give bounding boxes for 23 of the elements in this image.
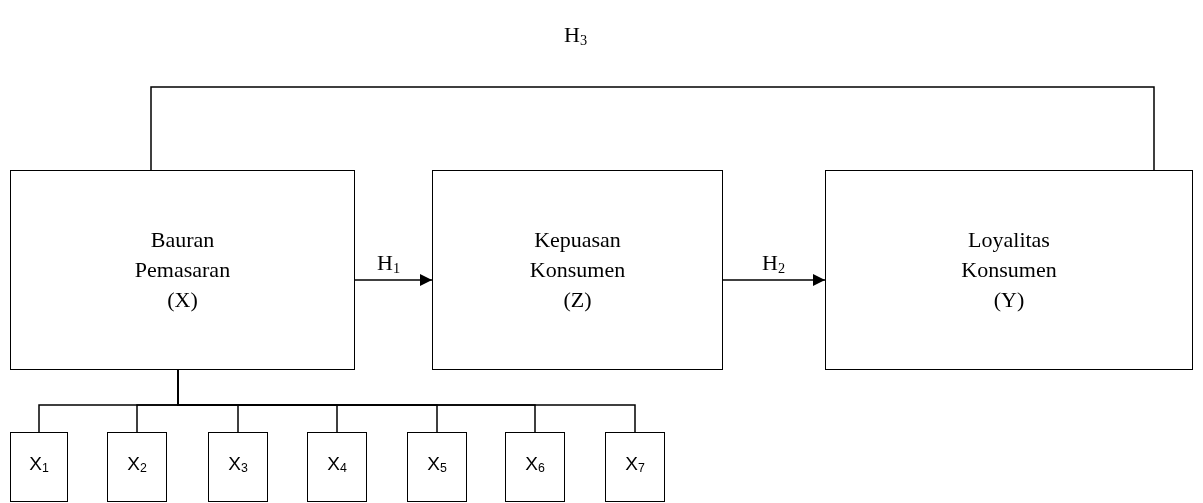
variable-label: X$_{1}$ [29, 453, 49, 476]
variable-label: X$_{2}$ [127, 453, 147, 476]
variable-label: X$_{5}$ [427, 453, 447, 476]
variable-box [432, 170, 723, 370]
indicator-box [10, 432, 68, 502]
variable-label: X$_{7}$ [625, 453, 645, 476]
indicator-box [208, 432, 268, 502]
indicator-box [407, 432, 467, 502]
variable-label: Loyalitas Konsumen (Y) [960, 226, 1058, 314]
variable-label: Kepuasan Konsumen (Z) [528, 226, 627, 314]
variable-label: X$_{6}$ [525, 453, 545, 476]
indicator-box [505, 432, 565, 502]
indicator-box [107, 432, 167, 502]
indicator-box [605, 432, 665, 502]
arrow [722, 274, 826, 286]
variable-box [825, 170, 1193, 370]
variable-label: X$_{3}$ [228, 453, 248, 476]
indicator-box [307, 432, 367, 502]
variable-label: Bauran Pemasaran (X) [133, 226, 232, 314]
arrow [354, 274, 433, 286]
connector-line [150, 86, 1155, 171]
variable-label: X$_{4}$ [327, 453, 347, 476]
variable-box [10, 170, 355, 370]
